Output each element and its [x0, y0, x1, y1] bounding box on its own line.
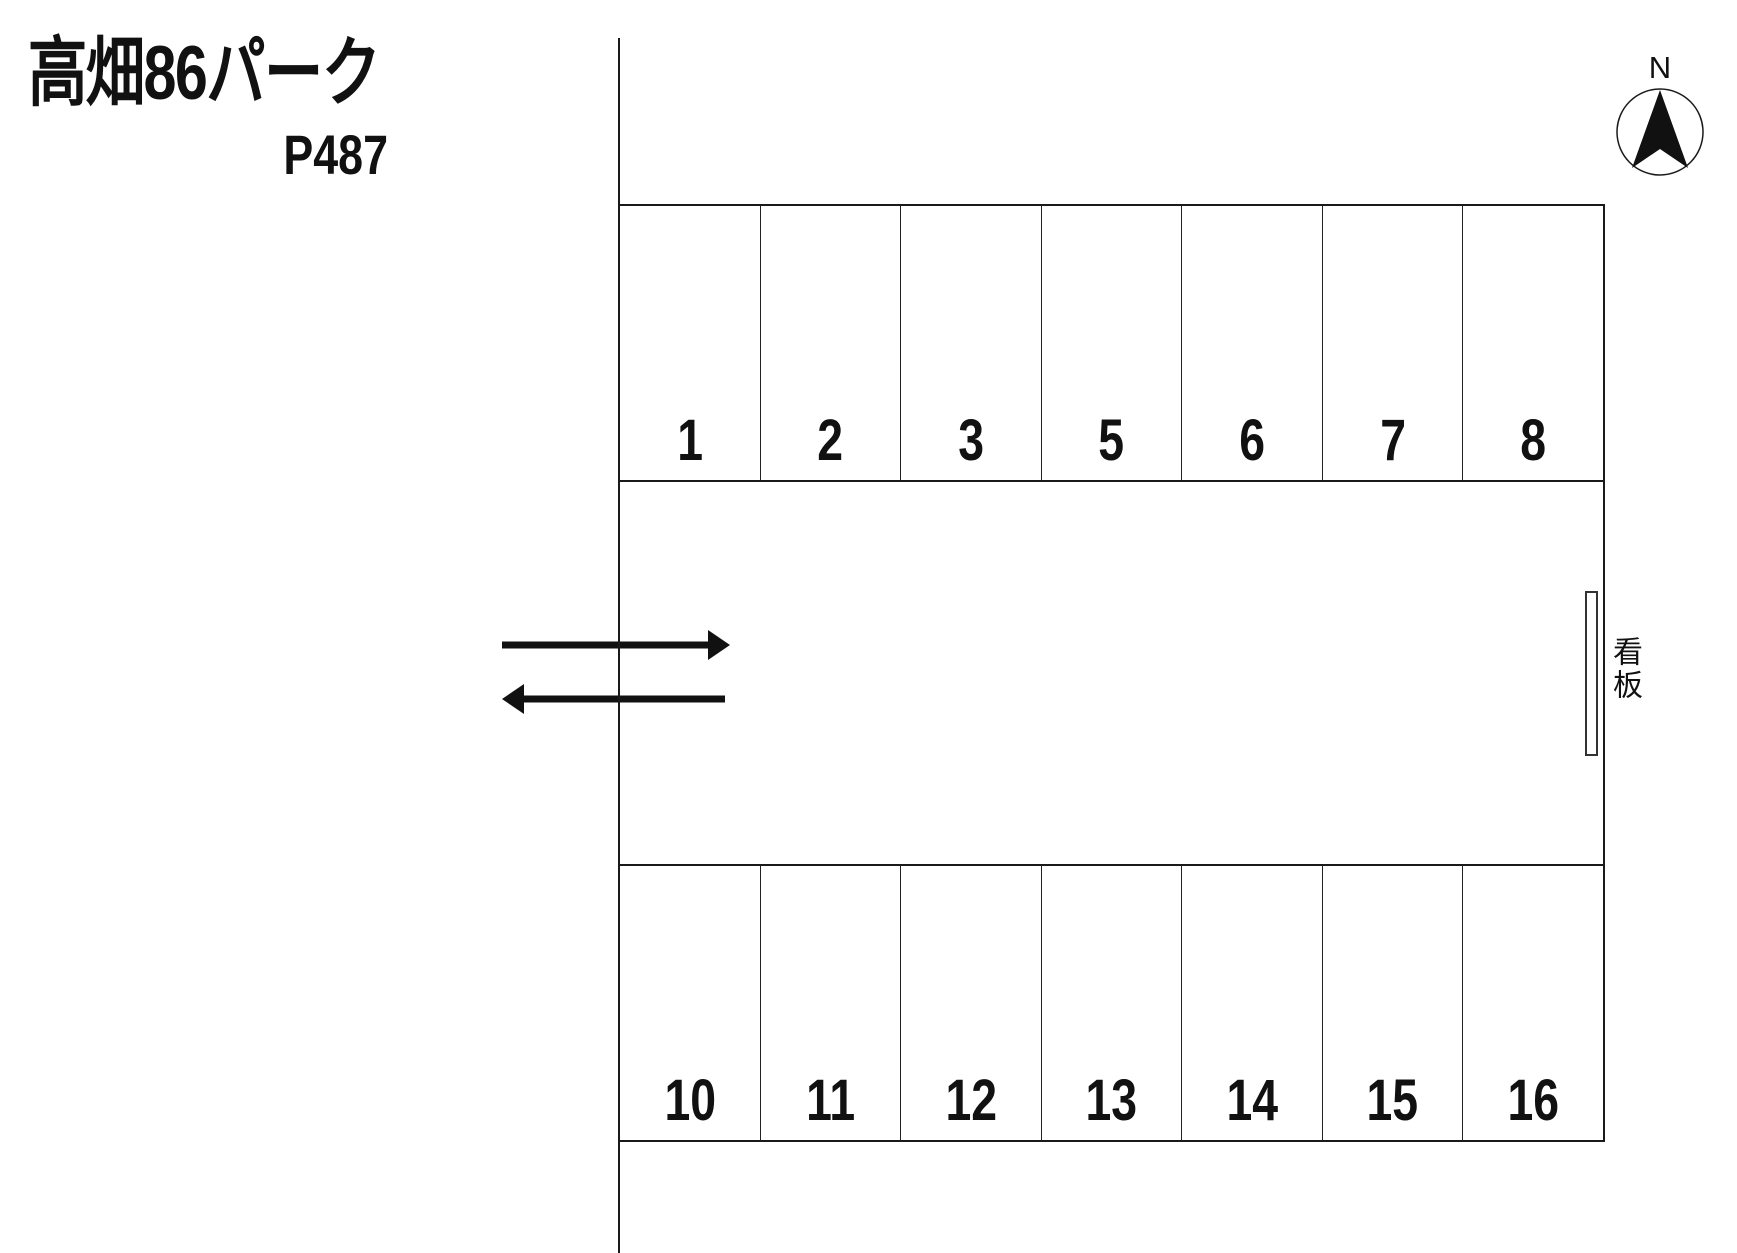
compass-circle — [1616, 88, 1704, 176]
space-number: 7 — [1379, 408, 1406, 473]
signboard-label: 看板 — [1608, 636, 1641, 702]
exit-arrow-left-icon — [502, 684, 725, 714]
space-number: 16 — [1507, 1068, 1560, 1133]
space-number: 10 — [663, 1068, 716, 1133]
parking-space: 10 — [620, 866, 761, 1140]
parking-lot-boundary: 1 2 3 5 6 7 8 10 11 12 13 14 15 16 — [618, 204, 1605, 1142]
parking-code: P487 — [283, 123, 388, 186]
parking-space: 12 — [901, 866, 1042, 1140]
parking-space: 11 — [761, 866, 902, 1140]
space-number: 14 — [1226, 1068, 1278, 1133]
space-number: 11 — [805, 1068, 855, 1133]
parking-space: 6 — [1182, 206, 1323, 480]
traffic-direction-arrows — [502, 630, 730, 714]
space-number: 15 — [1366, 1068, 1419, 1133]
parking-space: 5 — [1042, 206, 1183, 480]
entry-arrow-right-icon — [502, 630, 730, 660]
parking-space: 15 — [1323, 866, 1464, 1140]
parking-space: 14 — [1182, 866, 1323, 1140]
north-arrow-needle — [1632, 90, 1688, 168]
parking-space: 3 — [901, 206, 1042, 480]
compass-icon: N — [1616, 50, 1704, 176]
parking-row-south: 10 11 12 13 14 15 16 — [620, 864, 1603, 1140]
space-number: 3 — [958, 408, 984, 473]
signboard-rect — [1585, 591, 1598, 756]
parking-row-north: 1 2 3 5 6 7 8 — [620, 206, 1603, 482]
parking-space: 2 — [761, 206, 902, 480]
page-title: 高畑86パーク — [28, 31, 381, 116]
parking-space: 7 — [1323, 206, 1464, 480]
parking-space: 1 — [620, 206, 761, 480]
space-number: 6 — [1239, 408, 1266, 473]
parking-space: 13 — [1042, 866, 1183, 1140]
space-number: 8 — [1520, 408, 1547, 473]
compass-north-label: N — [1649, 50, 1671, 85]
space-number: 2 — [817, 408, 844, 473]
space-number: 5 — [1098, 408, 1125, 473]
space-number: 13 — [1085, 1068, 1138, 1133]
space-number: 1 — [676, 408, 703, 473]
space-number: 12 — [945, 1068, 997, 1133]
parking-space: 8 — [1463, 206, 1603, 480]
parking-space: 16 — [1463, 866, 1603, 1140]
